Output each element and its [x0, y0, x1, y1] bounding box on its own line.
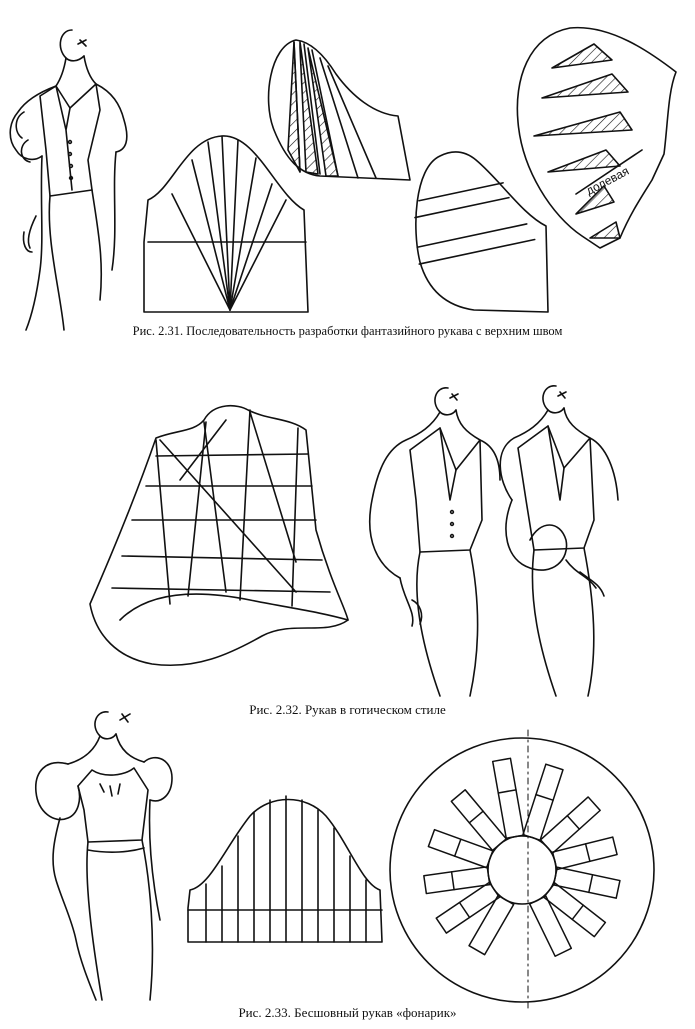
figure-2-31: долевая: [9, 26, 677, 331]
figure-caption-2-33: Рис. 2.33. Бесшовный рукав «фонарик»: [238, 1005, 457, 1020]
sleeve-slash-construction: [143, 135, 309, 313]
gothic-sleeve-construction: [89, 404, 349, 667]
figure-caption-2-32: Рис. 2.32. Рукав в готическом стиле: [249, 702, 446, 717]
figure-caption-2-31: Рис. 2.31. Последовательность разработки…: [132, 324, 563, 338]
fashion-sketch-gothic-left: [368, 387, 501, 697]
sleeve-with-bands: [414, 151, 549, 313]
lantern-sleeve-slashed-cap: [187, 795, 383, 943]
fashion-sketch-lantern-sleeve: [35, 711, 173, 1001]
sleeve-with-hatched-insets: [267, 39, 411, 181]
figure-2-33: [35, 711, 655, 1011]
lantern-sleeve-circle-layout: [389, 729, 655, 1011]
final-pattern-piece: долевая: [516, 26, 677, 249]
fashion-sketch-gothic-right: [499, 385, 619, 697]
figure-2-32: [89, 385, 619, 697]
fashion-sketch-puff-sleeve-jacket: [9, 29, 128, 331]
